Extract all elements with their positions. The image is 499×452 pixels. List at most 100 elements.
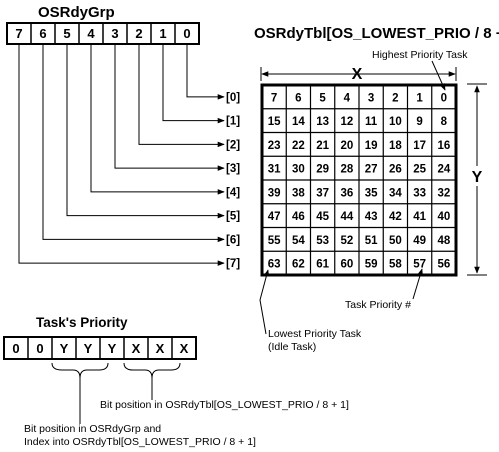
table-cell: 2 — [392, 92, 398, 104]
table-cell: 24 — [437, 164, 450, 176]
table-cell: 29 — [316, 164, 329, 176]
row-label: [6] — [226, 234, 240, 246]
grp-leader-line — [138, 44, 225, 148]
table-cell: 12 — [340, 116, 353, 128]
index-label-1: Bit position in OSRdyGrp and — [24, 423, 161, 435]
y-label-bg — [470, 166, 484, 186]
table-cell: 38 — [292, 187, 305, 199]
row-label: [1] — [226, 116, 240, 128]
table-cell: 39 — [268, 187, 281, 199]
table-cell: 16 — [437, 140, 450, 152]
table-cell: 7 — [271, 92, 277, 104]
axis-y-label: Y — [472, 169, 483, 186]
table-cell: 11 — [365, 116, 378, 128]
table-cell: 54 — [292, 235, 305, 247]
grp-bit: 4 — [87, 26, 95, 41]
table-cell: 37 — [316, 187, 329, 199]
grp-title: OSRdyGrp — [38, 4, 115, 21]
grp-leader-line — [18, 44, 225, 266]
table-cell: 58 — [389, 259, 402, 271]
priority-bit: Y — [60, 341, 69, 356]
table-cell: 23 — [268, 140, 281, 152]
grp-leader-line — [66, 44, 225, 219]
lowest-priority-label: Lowest Priority Task — [268, 328, 362, 340]
grp-bit: 3 — [111, 26, 118, 41]
row-label: [2] — [226, 139, 240, 151]
grp-leader-line — [162, 44, 225, 124]
priority-bit: X — [132, 341, 141, 356]
table-cell: 22 — [292, 140, 305, 152]
lowest-priority-pointer — [259, 269, 270, 335]
table-cell: 19 — [365, 140, 378, 152]
brace-yyy — [51, 362, 109, 379]
row-label: [5] — [226, 211, 240, 223]
priority-bit: 0 — [12, 341, 19, 356]
row-labels: [0][1][2][3][4][5][6][7] — [226, 92, 240, 270]
tbl-title: OSRdyTbl[OS_LOWEST_PRIO / 8 + 1] — [254, 25, 499, 42]
table-cell: 20 — [340, 140, 353, 152]
grp-bit: 7 — [15, 26, 22, 41]
table-cell: 36 — [340, 187, 353, 199]
table-cell: 40 — [437, 211, 450, 223]
row-label: [4] — [226, 187, 240, 199]
task-priority-pointer — [412, 268, 423, 300]
priority-bit: 0 — [36, 341, 43, 356]
table-cell: 15 — [268, 116, 281, 128]
table-cell: 8 — [441, 116, 448, 128]
grp-leader-line — [42, 44, 225, 243]
table-cell: 21 — [316, 140, 329, 152]
row-label: [0] — [226, 92, 240, 104]
axis-x-label: X — [352, 66, 363, 83]
highest-priority-label: Highest Priority Task — [372, 49, 468, 61]
table-cell: 50 — [389, 235, 402, 247]
priority-bit: Y — [84, 341, 93, 356]
table-cell: 5 — [319, 92, 326, 104]
table-cell: 33 — [413, 187, 426, 199]
table-cell: 34 — [389, 187, 402, 199]
table-cell: 59 — [365, 259, 378, 271]
table-cell: 62 — [292, 259, 305, 271]
grp-leader-lines — [18, 44, 225, 266]
priority-bit: Y — [108, 341, 117, 356]
idle-task-label: (Idle Task) — [268, 341, 316, 353]
priority-bit: X — [180, 341, 189, 356]
grp-bit: 1 — [159, 26, 166, 41]
table-cell: 46 — [292, 211, 305, 223]
grp-bit: 0 — [183, 26, 190, 41]
table-cell: 44 — [340, 211, 353, 223]
table-cell: 6 — [295, 92, 301, 104]
table-cell: 26 — [389, 164, 402, 176]
grp-bit: 5 — [63, 26, 70, 41]
task-priority-label: Task Priority # — [345, 299, 411, 311]
table-cell: 28 — [340, 164, 353, 176]
table-cell: 1 — [416, 92, 423, 104]
table-cell: 3 — [368, 92, 374, 104]
table-cell: 9 — [416, 116, 422, 128]
prio-title: Task's Priority — [36, 315, 128, 330]
table-cell: 49 — [413, 235, 426, 247]
brace-xxx — [123, 362, 181, 379]
bitpos-label: Bit position in OSRdyTbl[OS_LOWEST_PRIO … — [100, 399, 349, 411]
table-cell: 48 — [437, 235, 450, 247]
table-cell: 47 — [268, 211, 281, 223]
row-label: [7] — [226, 258, 240, 270]
table-cell: 17 — [413, 140, 426, 152]
index-label-2: Index into OSRdyTbl[OS_LOWEST_PRIO / 8 +… — [24, 436, 256, 448]
table-cell: 56 — [437, 259, 450, 271]
table-cell: 10 — [389, 116, 402, 128]
grp-leader-line — [90, 44, 225, 195]
table-cell: 0 — [441, 92, 447, 104]
table-cell: 32 — [437, 187, 450, 199]
table-cell: 18 — [389, 140, 402, 152]
table-cell: 43 — [365, 211, 378, 223]
table-cell: 41 — [413, 211, 426, 223]
grp-bit: 6 — [39, 26, 46, 41]
table-cell: 60 — [340, 259, 353, 271]
highest-priority-pointer — [431, 60, 446, 91]
table-cell: 27 — [365, 164, 378, 176]
table-cell: 57 — [413, 259, 426, 271]
grp-leader-line — [114, 44, 225, 171]
